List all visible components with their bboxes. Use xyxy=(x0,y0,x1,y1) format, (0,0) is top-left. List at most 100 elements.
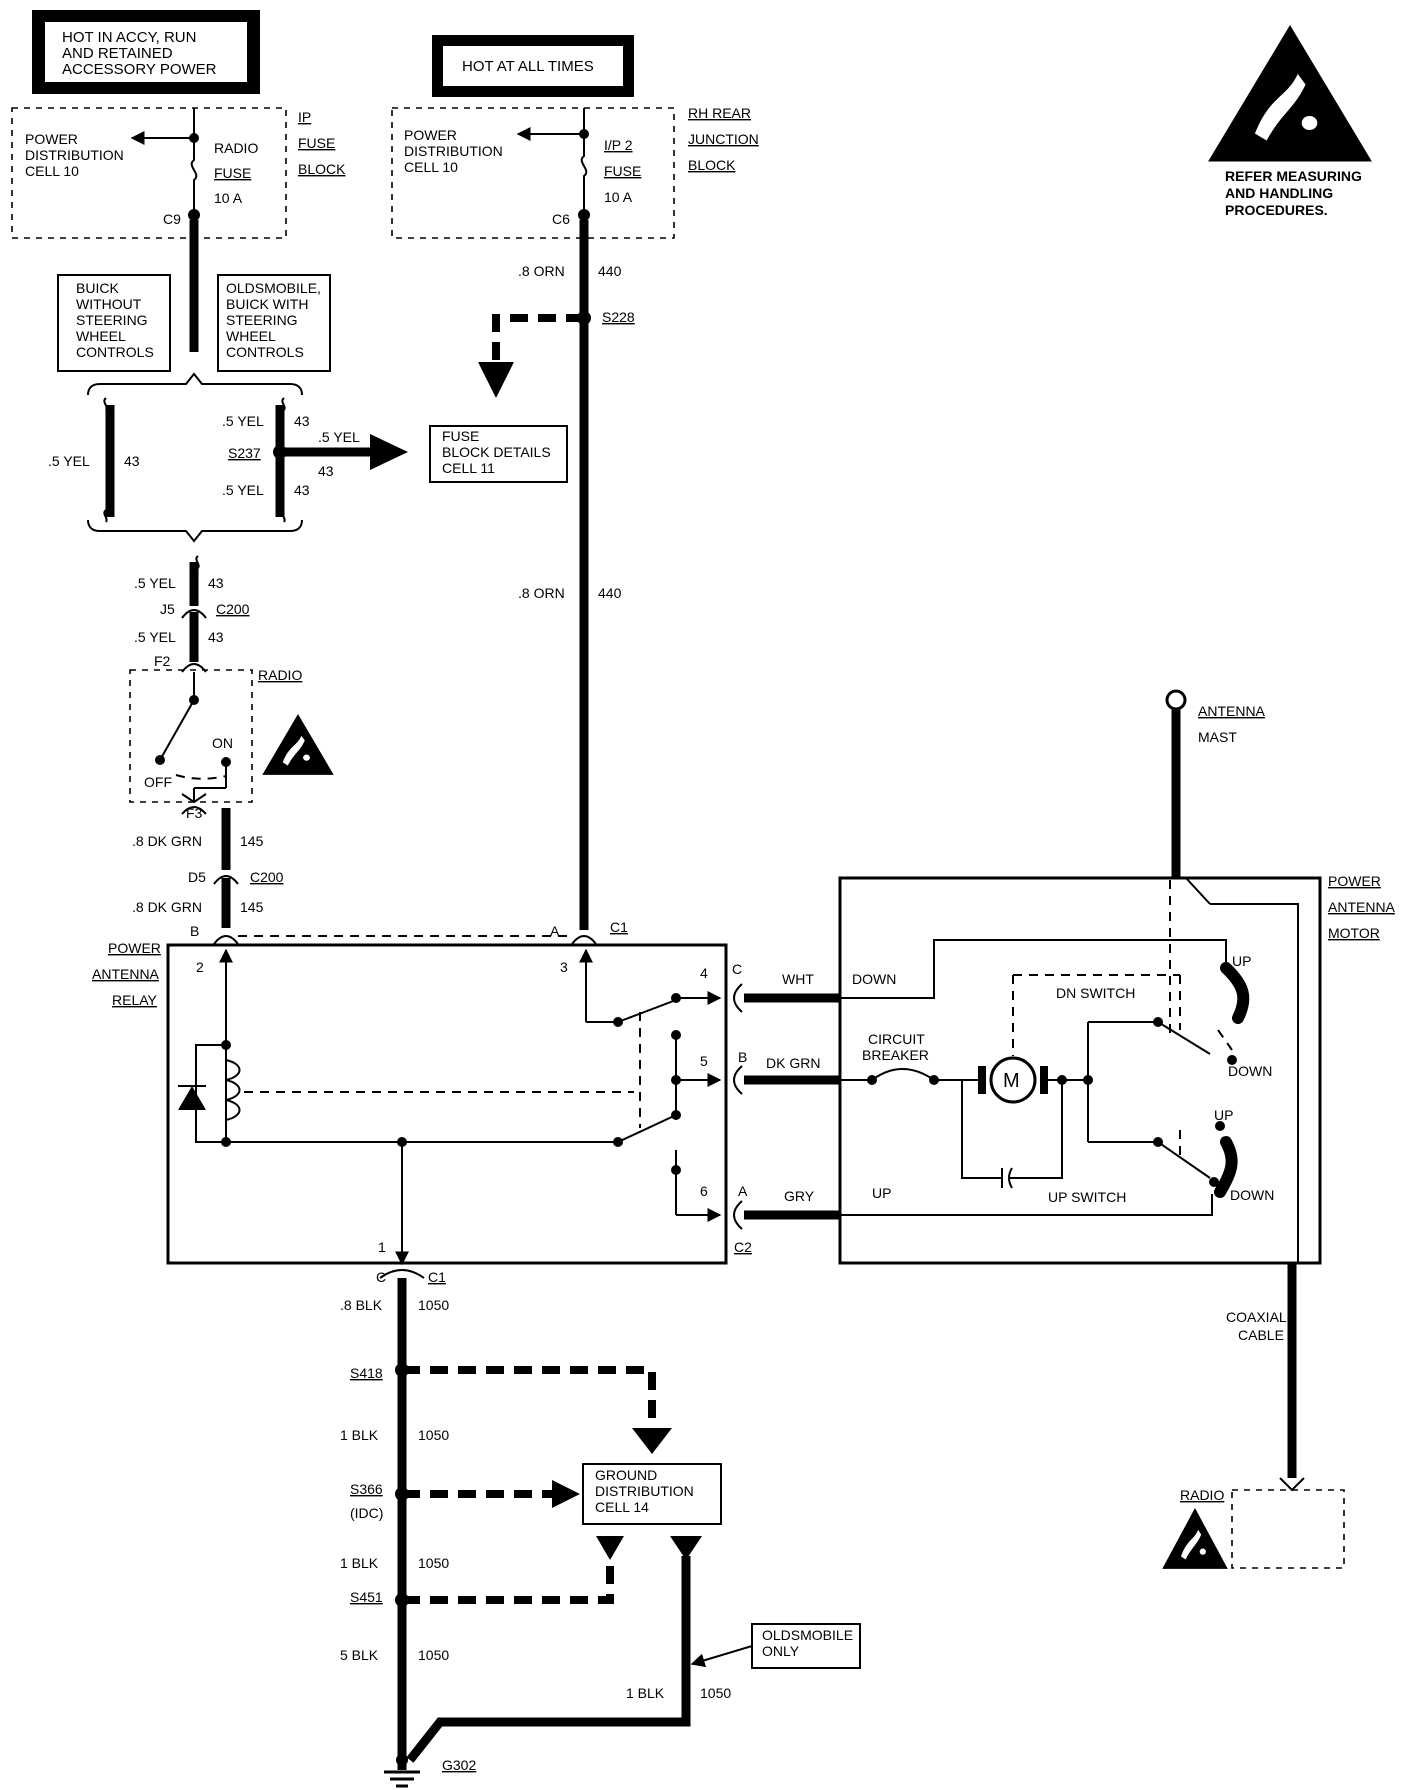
svg-text:STEERING: STEERING xyxy=(226,312,298,328)
antenna-mast: ANTENNA MAST xyxy=(1165,689,1266,878)
c200-label: C200 xyxy=(216,601,250,617)
svg-text:A: A xyxy=(738,1183,748,1199)
svg-text:4: 4 xyxy=(700,965,708,981)
svg-text:C200: C200 xyxy=(250,869,284,885)
svg-text:BLOCK: BLOCK xyxy=(298,161,346,177)
coaxial-cable: COAXIAL CABLE RADIO xyxy=(1180,1262,1345,1569)
svg-text:MOTOR: MOTOR xyxy=(1328,925,1380,941)
svg-text:POWER: POWER xyxy=(404,127,457,143)
svg-text:440: 440 xyxy=(598,263,622,279)
svg-text:S366: S366 xyxy=(350,1481,383,1497)
svg-text:B: B xyxy=(190,923,199,939)
esd-warning-icon xyxy=(1208,25,1372,162)
svg-text:6: 6 xyxy=(700,1183,708,1199)
svg-text:ANTENNA: ANTENNA xyxy=(1328,899,1396,915)
svg-text:C1: C1 xyxy=(428,1269,446,1285)
ip-fuse-block: POWER DISTRIBUTION CELL 10 RADIO FUSE 10… xyxy=(11,107,346,239)
svg-text:RADIO: RADIO xyxy=(1180,1487,1224,1503)
svg-text:1050: 1050 xyxy=(418,1427,449,1443)
circuit-440: .8 ORN 440 S228 .8 ORN 440 A C1 xyxy=(238,220,635,945)
svg-text:J5: J5 xyxy=(160,601,175,617)
svg-text:C1: C1 xyxy=(610,919,628,935)
svg-text:RELAY: RELAY xyxy=(112,992,158,1008)
g302-label: G302 xyxy=(442,1757,476,1773)
svg-text:OLDSMOBILE,: OLDSMOBILE, xyxy=(226,280,321,296)
svg-text:CELL 10: CELL 10 xyxy=(25,163,79,179)
svg-text:I/P 2: I/P 2 xyxy=(604,137,633,153)
s228-label: S228 xyxy=(602,309,635,325)
power-antenna-motor: POWER ANTENNA MOTOR DOWN UP DOWN DN SWIT… xyxy=(838,873,1396,1265)
svg-text:GRY: GRY xyxy=(784,1188,815,1204)
svg-text:BLOCK DETAILS: BLOCK DETAILS xyxy=(442,444,551,460)
svg-text:S451: S451 xyxy=(350,1589,383,1605)
svg-text:UP: UP xyxy=(1214,1107,1233,1123)
svg-text:ANTENNA: ANTENNA xyxy=(92,966,160,982)
svg-text:(IDC): (IDC) xyxy=(350,1505,383,1521)
ip-block-label: IP xyxy=(298,109,311,125)
esd-icon-radio xyxy=(262,714,334,775)
svg-text:JUNCTION: JUNCTION xyxy=(688,131,759,147)
rh-rear-junction-block: POWER DISTRIBUTION CELL 10 I/P 2 FUSE 10… xyxy=(391,105,759,239)
svg-text:1050: 1050 xyxy=(700,1685,731,1701)
fuse-block-details-box: FUSE BLOCK DETAILS CELL 11 xyxy=(429,425,568,483)
motor-symbol: M xyxy=(1003,1070,1020,1092)
esd-warning-text: REFER MEASURING xyxy=(1225,168,1362,184)
svg-text:C: C xyxy=(732,961,742,977)
esd-icon-bottom xyxy=(1162,1508,1228,1569)
svg-text:STEERING: STEERING xyxy=(76,312,148,328)
svg-text:C9: C9 xyxy=(163,211,181,227)
svg-text:.5 YEL: .5 YEL xyxy=(222,413,264,429)
svg-text:CIRCUIT: CIRCUIT xyxy=(868,1031,925,1047)
svg-text:43: 43 xyxy=(294,482,310,498)
svg-text:1 BLK: 1 BLK xyxy=(340,1427,379,1443)
svg-text:BUICK: BUICK xyxy=(76,280,119,296)
ground-circuit-1050: .8 BLK 1050 S418 1 BLK 1050 S366 (IDC) G… xyxy=(340,1278,861,1788)
svg-text:43: 43 xyxy=(294,413,310,429)
svg-text:43: 43 xyxy=(208,629,224,645)
svg-text:DN SWITCH: DN SWITCH xyxy=(1056,985,1135,1001)
svg-text:C: C xyxy=(376,1269,386,1285)
svg-text:C2: C2 xyxy=(734,1239,752,1255)
svg-text:ANTENNA: ANTENNA xyxy=(1198,703,1266,719)
svg-text:1: 1 xyxy=(378,1239,386,1255)
svg-text:145: 145 xyxy=(240,899,264,915)
svg-text:.5 YEL: .5 YEL xyxy=(318,429,360,445)
svg-text:1050: 1050 xyxy=(418,1647,449,1663)
svg-text:UP: UP xyxy=(1232,953,1251,969)
svg-text:FUSE: FUSE xyxy=(604,163,641,179)
svg-text:.8 DK GRN: .8 DK GRN xyxy=(132,833,202,849)
svg-text:CONTROLS: CONTROLS xyxy=(226,344,304,360)
svg-text:43: 43 xyxy=(124,453,140,469)
svg-text:CELL 11: CELL 11 xyxy=(442,460,495,476)
svg-text:.5 YEL: .5 YEL xyxy=(134,629,176,645)
svg-text:WHEEL: WHEEL xyxy=(226,328,276,344)
svg-text:DISTRIBUTION: DISTRIBUTION xyxy=(404,143,503,159)
svg-text:CELL 14: CELL 14 xyxy=(595,1499,649,1515)
svg-text:.8 ORN: .8 ORN xyxy=(518,263,565,279)
svg-text:1 BLK: 1 BLK xyxy=(340,1555,379,1571)
power-antenna-relay: POWER ANTENNA RELAY 2 3 4 5 6 1 C C1 xyxy=(92,940,728,1285)
svg-text:OFF: OFF xyxy=(144,774,172,790)
svg-text:WITHOUT: WITHOUT xyxy=(76,296,142,312)
svg-text:HOT AT ALL TIMES: HOT AT ALL TIMES xyxy=(462,58,594,75)
svg-text:.8 BLK: .8 BLK xyxy=(340,1297,383,1313)
svg-text:ACCESSORY POWER: ACCESSORY POWER xyxy=(62,61,217,78)
svg-text:RADIO: RADIO xyxy=(258,667,302,683)
svg-text:2: 2 xyxy=(196,959,204,975)
svg-text:UP: UP xyxy=(872,1185,891,1201)
svg-text:CABLE: CABLE xyxy=(1238,1327,1284,1343)
circuit-43: BUICK WITHOUT STEERING WHEEL CONTROLS OL… xyxy=(48,220,408,673)
svg-text:1050: 1050 xyxy=(418,1555,449,1571)
svg-text:POWER: POWER xyxy=(1328,873,1381,889)
svg-text:.5 YEL: .5 YEL xyxy=(134,575,176,591)
s237-label: S237 xyxy=(228,445,261,461)
svg-text:F2: F2 xyxy=(154,653,171,669)
svg-text:10 A: 10 A xyxy=(214,190,243,206)
svg-text:A: A xyxy=(550,923,560,939)
svg-text:3: 3 xyxy=(560,959,568,975)
svg-text:BREAKER: BREAKER xyxy=(862,1047,929,1063)
svg-text:145: 145 xyxy=(240,833,264,849)
svg-text:POWER: POWER xyxy=(25,131,78,147)
svg-text:BUICK WITH: BUICK WITH xyxy=(226,296,308,312)
